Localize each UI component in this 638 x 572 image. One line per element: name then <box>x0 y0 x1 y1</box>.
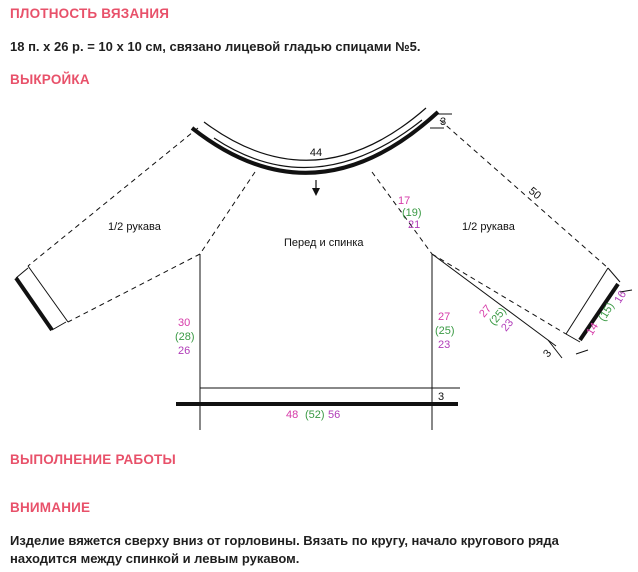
pattern-diagram: 44 3 50 1/2 рукава 1/2 рукава Перед и сп… <box>14 107 633 430</box>
hem-band-label: 3 <box>438 391 444 403</box>
neck-width-label: 44 <box>310 147 322 159</box>
attention-line-1: Изделие вяжется сверху вниз от горловины… <box>10 533 559 548</box>
side-right-s: 27 <box>438 311 450 323</box>
right-cuff-line <box>565 267 609 335</box>
work-heading: ВЫПОЛНЕНИЕ РАБОТЫ <box>10 452 176 467</box>
cuff-band-label: 3 <box>541 348 554 360</box>
raglan-length-label: 50 <box>526 185 543 202</box>
raglan-depth-s: 17 <box>398 195 410 207</box>
hem-width-l: 56 <box>328 409 340 421</box>
cuff-l: 16 <box>612 289 629 306</box>
raglan-left-upper <box>199 171 256 255</box>
attention-line-2: находится между спинкой и левым рукавом. <box>10 551 300 566</box>
left-sleeve-top <box>27 127 199 267</box>
cuff-s: 14 <box>584 321 601 338</box>
pattern-heading: ВЫКРОЙКА <box>10 72 90 87</box>
right-sleeve-bottom <box>431 253 567 335</box>
raglan-depth-l: 21 <box>408 219 420 231</box>
left-sleeve-bottom <box>67 253 201 323</box>
right-cuff-edge <box>578 282 620 342</box>
attention-heading: ВНИМАНИЕ <box>10 500 91 515</box>
side-right-l: 23 <box>438 339 450 351</box>
side-left-l: 26 <box>178 345 190 357</box>
side-left-s: 30 <box>178 317 190 329</box>
left-cuff-line <box>27 265 69 323</box>
hem-width-m: (52) <box>305 409 325 421</box>
body-label: Перед и спинка <box>284 237 364 249</box>
left-cuff-edge <box>14 276 54 332</box>
neck-arc-line <box>213 119 423 169</box>
neck-arc-inner <box>203 107 427 161</box>
right-sleeve-top <box>439 119 609 269</box>
hem-width-s: 48 <box>286 409 298 421</box>
cuff-m: (15) <box>596 301 617 324</box>
side-left-m: (28) <box>175 331 195 343</box>
density-heading: ПЛОТНОСТЬ ВЯЗАНИЯ <box>10 6 170 21</box>
right-sleeve-label: 1/2 рукава <box>462 221 516 233</box>
left-sleeve-label: 1/2 рукава <box>108 221 162 233</box>
neck-band-label: 3 <box>440 116 446 128</box>
raglan-right-upper <box>371 171 433 255</box>
side-right-m: (25) <box>435 325 455 337</box>
neck-arc-outer <box>190 110 440 175</box>
density-text: 18 п. х 26 р. = 10 х 10 см, связано лице… <box>10 39 421 54</box>
raglan-depth-m: (19) <box>402 207 422 219</box>
